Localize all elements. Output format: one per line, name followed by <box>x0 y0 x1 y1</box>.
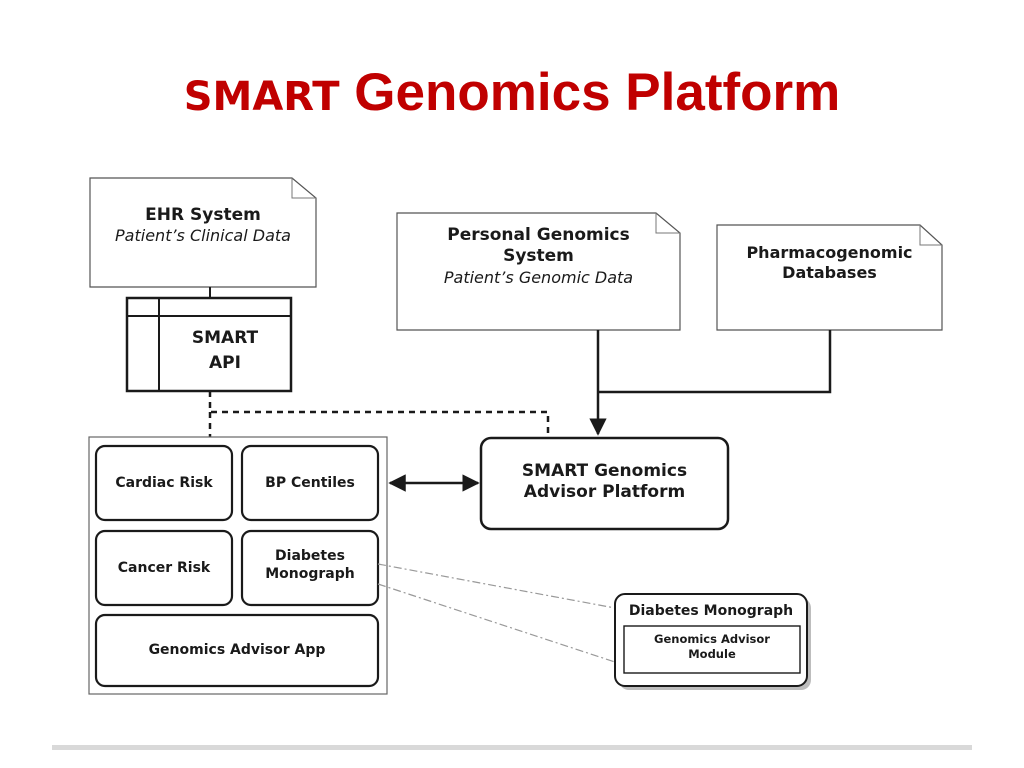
smart-api-line2: API <box>209 353 241 374</box>
personal-genomics-line2: System <box>503 246 574 267</box>
personal-genomics-corner-fold <box>655 213 680 234</box>
advisor-platform-label: SMART Genomics Advisor Platform <box>481 461 728 504</box>
title-part-smart: SMART <box>183 74 340 120</box>
bp-centiles-label: BP Centiles <box>265 475 355 491</box>
cancer-risk-label: Cancer Risk <box>117 560 211 576</box>
advisor-platform-box <box>479 436 730 531</box>
personal-genomics-line1: Personal Genomics <box>447 225 630 245</box>
ehr-corner-fold <box>291 178 316 199</box>
diabetes-monograph-box <box>240 529 380 607</box>
diabetes-monograph-line2: Monograph <box>265 565 355 582</box>
ehr-system-title: EHR System <box>145 205 261 225</box>
diabetes-monograph-line1: Diabetes <box>275 548 345 564</box>
pharmacogenomic-corner-fold <box>919 225 942 246</box>
diabetes-detail-title: Diabetes Monograph <box>628 603 794 619</box>
personal-genomics-subtitle: Patient’s Genomic Data <box>443 267 634 287</box>
title-part-genomics-platform: Genomics Platform <box>339 63 841 122</box>
genomics-advisor-module-box <box>623 625 801 674</box>
footer-rule <box>52 745 972 750</box>
ehr-system-subtitle: Patient’s Clinical Data <box>115 226 291 246</box>
cardiac-risk-label: Cardiac Risk <box>115 475 213 491</box>
smart-api-box <box>125 296 293 393</box>
smart-api-line1: SMART <box>191 328 259 348</box>
advisor-platform-line1: SMART Genomics <box>521 461 688 481</box>
diabetes-monograph-label: Diabetes Monograph <box>242 548 378 583</box>
advisor-platform-line2: Advisor Platform <box>523 482 686 503</box>
pharmacogenomic-line2: Databases <box>782 263 877 282</box>
genomics-advisor-app-label: Genomics Advisor App <box>148 642 326 658</box>
personal-genomics-label: Personal Genomics System Patient’s Genom… <box>397 225 680 288</box>
ehr-system-label: EHR System Patient’s Clinical Data <box>90 205 316 246</box>
personal-genomics-box <box>396 212 681 331</box>
genomics-advisor-module-line1: Genomics Advisor <box>654 632 770 646</box>
pharmacogenomic-connector <box>598 330 832 394</box>
genomics-advisor-app-box <box>94 613 380 688</box>
pharmacogenomic-line1: Pharmacogenomic <box>746 243 913 262</box>
cardiac-risk-box <box>94 444 234 522</box>
genomics-advisor-module-line2: Module <box>688 646 736 661</box>
detail-link-line-top <box>377 563 616 609</box>
bp-centiles-box <box>240 444 380 522</box>
pharmacogenomic-box <box>716 224 943 331</box>
pharmacogenomic-label: Pharmacogenomic Databases <box>717 243 942 283</box>
genomics-advisor-module-label: Genomics Advisor Module <box>624 632 800 662</box>
detail-link-line-bottom <box>377 583 616 663</box>
api-dashed-connector <box>208 391 550 438</box>
page-title: SMART Genomics Platform <box>0 62 1024 123</box>
ehr-system-box <box>89 177 317 288</box>
cancer-risk-box <box>94 529 234 607</box>
smart-api-label: SMART API <box>159 328 291 375</box>
